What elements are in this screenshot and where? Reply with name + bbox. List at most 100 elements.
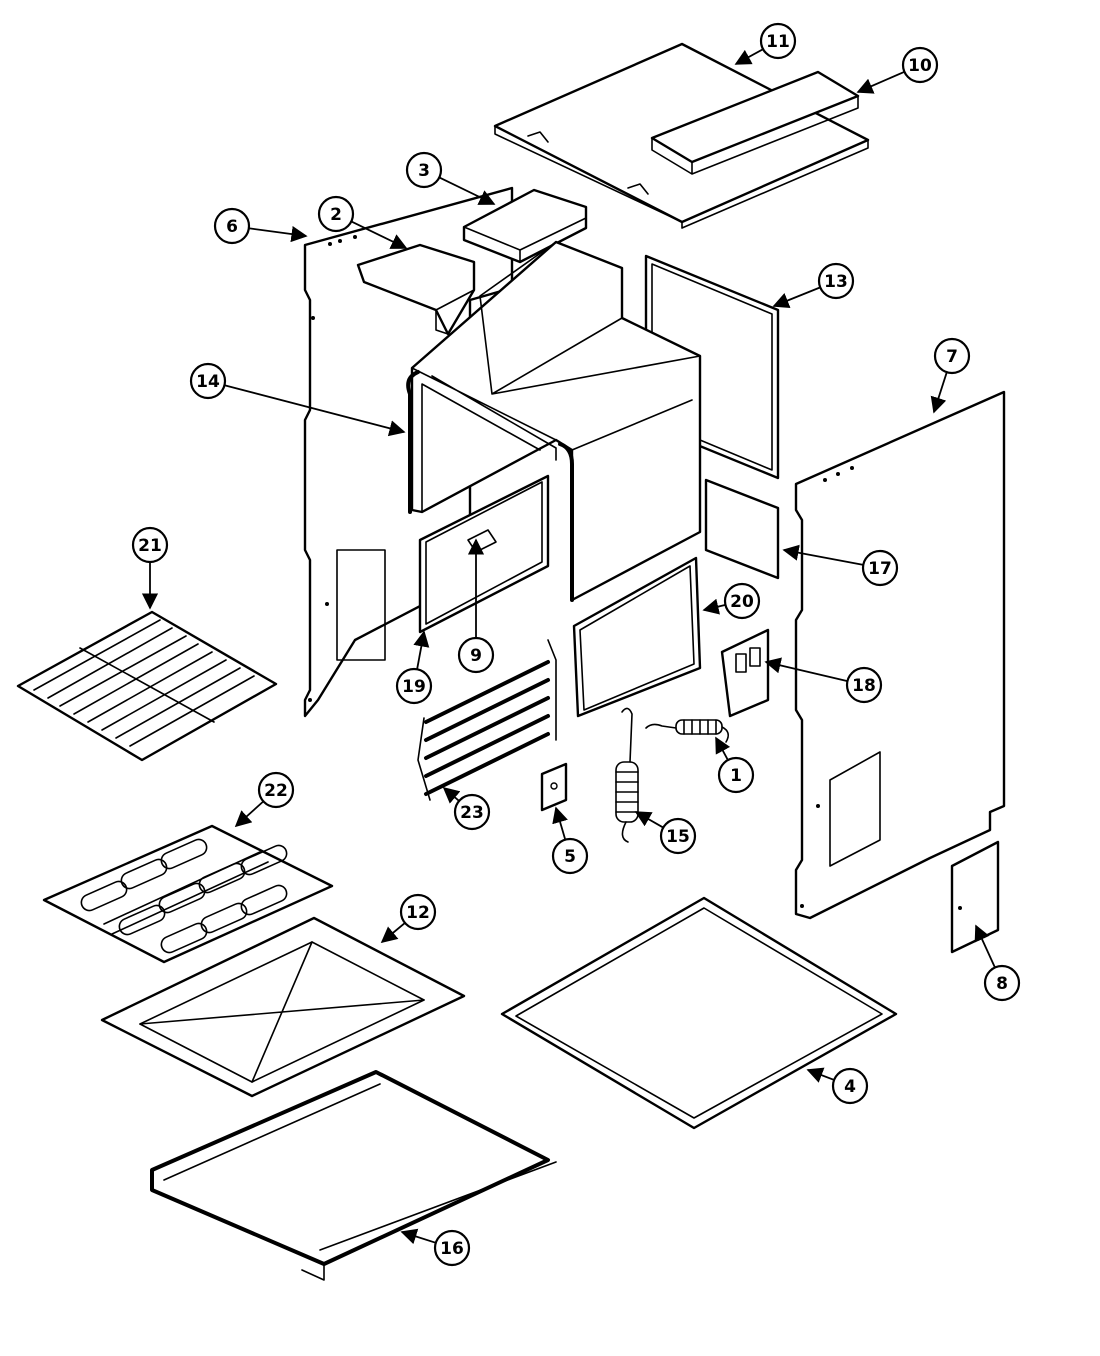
- callout-5: 5: [551, 837, 589, 875]
- callout-15: 15: [659, 817, 697, 855]
- callout-leader-8: [974, 924, 996, 968]
- callout-leader-15: [634, 811, 664, 829]
- callout-circle: [901, 46, 939, 84]
- callout-leader-1: [715, 736, 731, 761]
- callout-circle: [189, 362, 227, 400]
- callout-number: 3: [418, 161, 430, 181]
- part-small-spring: [645, 719, 730, 743]
- callout-number: 16: [440, 1239, 464, 1259]
- callout-circle: [845, 666, 883, 704]
- callout-number: 18: [852, 676, 876, 696]
- callout-19: 19: [395, 667, 433, 705]
- part-small-bracket: [540, 762, 568, 812]
- part-bracket: [720, 628, 770, 718]
- callout-number: 7: [946, 347, 958, 367]
- callout-number: 12: [406, 903, 430, 923]
- callout-14: 14: [189, 362, 227, 400]
- part-oven-bottom: [500, 896, 898, 1130]
- callout-16: 16: [433, 1229, 471, 1267]
- callout-circle: [723, 582, 761, 620]
- part-broiler-grid: [42, 824, 334, 964]
- callout-22: 22: [257, 771, 295, 809]
- callout-circle: [933, 337, 971, 375]
- callout-number: 19: [402, 677, 426, 697]
- callout-leader-2: [350, 220, 408, 249]
- callout-circle: [399, 893, 437, 931]
- callout-circle: [433, 1229, 471, 1267]
- part-bottom-plate: [572, 556, 702, 718]
- callout-circle: [317, 195, 355, 233]
- callout-7: 7: [933, 337, 971, 375]
- callout-circle: [759, 22, 797, 60]
- part-left-duct: [356, 243, 476, 336]
- callout-leader-13: [772, 286, 821, 309]
- callout-3: 3: [405, 151, 443, 189]
- callout-leader-5: [552, 806, 568, 840]
- callout-10: 10: [901, 46, 939, 84]
- callout-number: 11: [766, 32, 790, 52]
- part-drawer-rack: [150, 1070, 557, 1281]
- callout-leader-23: [442, 786, 461, 804]
- callout-20: 20: [723, 582, 761, 620]
- callout-leader-18: [764, 657, 848, 682]
- callout-number: 5: [564, 847, 576, 867]
- callout-circle: [551, 837, 589, 875]
- callout-13: 13: [817, 262, 855, 300]
- callout-11: 11: [759, 22, 797, 60]
- callout-leader-6: [248, 226, 308, 243]
- callout-17: 17: [861, 549, 899, 587]
- part-side-insulation: [704, 478, 780, 580]
- callout-circle: [213, 207, 251, 245]
- callout-number: 2: [330, 205, 342, 225]
- callout-leader-12: [380, 922, 406, 944]
- callout-number: 6: [226, 217, 238, 237]
- callout-circle: [131, 526, 169, 564]
- callout-leader-10: [856, 70, 905, 94]
- callout-number: 22: [264, 781, 288, 801]
- callout-circle: [717, 756, 755, 794]
- callout-circle: [983, 964, 1021, 1002]
- callout-9: 9: [457, 636, 495, 674]
- callout-number: 4: [844, 1077, 856, 1097]
- part-channel: [650, 70, 860, 175]
- callout-leader-16: [400, 1228, 437, 1245]
- callout-number: 23: [460, 803, 484, 823]
- callout-number: 1: [730, 766, 742, 786]
- callout-23: 23: [453, 793, 491, 831]
- callout-leader-14: [224, 384, 406, 437]
- callout-circle: [861, 549, 899, 587]
- callout-4: 4: [831, 1067, 869, 1105]
- callout-number: 17: [868, 559, 892, 579]
- callout-2: 2: [317, 195, 355, 233]
- callout-circle: [257, 771, 295, 809]
- part-right-side-panel: [794, 390, 1006, 920]
- callout-number: 10: [908, 56, 932, 76]
- part-small-plate: [950, 840, 1000, 954]
- callout-8: 8: [983, 964, 1021, 1002]
- callout-18: 18: [845, 666, 883, 704]
- part-oven-rack: [16, 610, 278, 762]
- callout-leader-20: [702, 598, 726, 615]
- callout-circle: [831, 1067, 869, 1105]
- callout-circle: [453, 793, 491, 831]
- callout-number: 13: [824, 272, 848, 292]
- callout-number: 15: [666, 827, 690, 847]
- callout-number: 20: [730, 592, 754, 612]
- callout-circle: [405, 151, 443, 189]
- callout-circle: [457, 636, 495, 674]
- callout-leader-11: [734, 48, 764, 65]
- callout-leader-7: [930, 371, 948, 414]
- callout-circle: [659, 817, 697, 855]
- callout-number: 14: [196, 372, 220, 392]
- callout-leader-4: [806, 1067, 835, 1083]
- callout-leader-3: [438, 176, 496, 205]
- part-long-spring: [615, 707, 639, 843]
- callout-number: 8: [996, 974, 1008, 994]
- part-broiler-pan: [100, 916, 466, 1098]
- callout-leader-19: [413, 630, 430, 670]
- callout-leader-22: [234, 800, 264, 828]
- part-heating-element: [417, 639, 557, 801]
- callout-21: 21: [131, 526, 169, 564]
- callout-number: 21: [138, 536, 162, 556]
